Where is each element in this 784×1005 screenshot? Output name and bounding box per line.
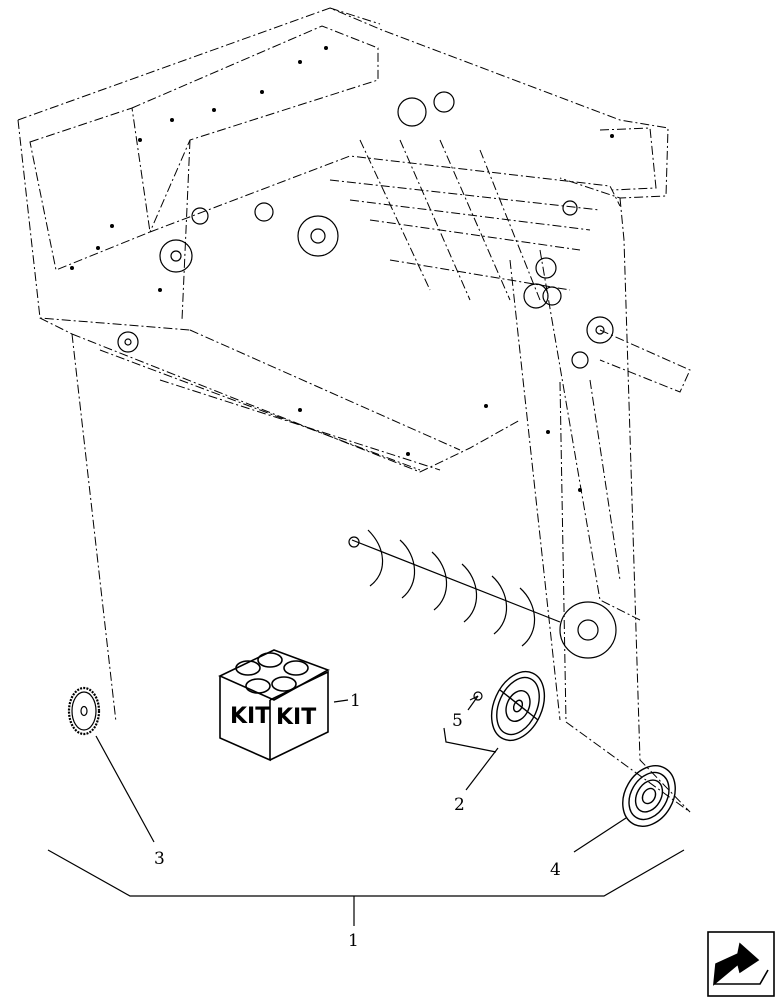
auger bbox=[348, 529, 561, 647]
callout-pulley: 2 bbox=[454, 795, 465, 815]
callout-sheave: 4 bbox=[550, 860, 561, 880]
callout-total: 1 bbox=[348, 931, 359, 951]
sprocket-part-3 bbox=[67, 686, 101, 736]
sheave-part-4 bbox=[622, 765, 676, 827]
kit-box bbox=[218, 649, 330, 762]
frame-bolts bbox=[70, 46, 614, 492]
pulley-part-2 bbox=[490, 670, 546, 742]
machine-frame bbox=[17, 7, 691, 813]
nav-arrow-box[interactable] bbox=[707, 931, 775, 997]
callout-kit: 1 bbox=[350, 691, 361, 711]
kit-left-label: KIT bbox=[230, 704, 270, 729]
frame-sprockets bbox=[117, 91, 617, 659]
fitting-part-5 bbox=[469, 691, 483, 701]
arrow-icon bbox=[713, 942, 760, 986]
leader-lines bbox=[47, 695, 685, 926]
kit-right-label: KIT bbox=[276, 705, 316, 730]
callout-fitting: 5 bbox=[452, 711, 463, 731]
callout-sprocket: 3 bbox=[154, 849, 165, 869]
